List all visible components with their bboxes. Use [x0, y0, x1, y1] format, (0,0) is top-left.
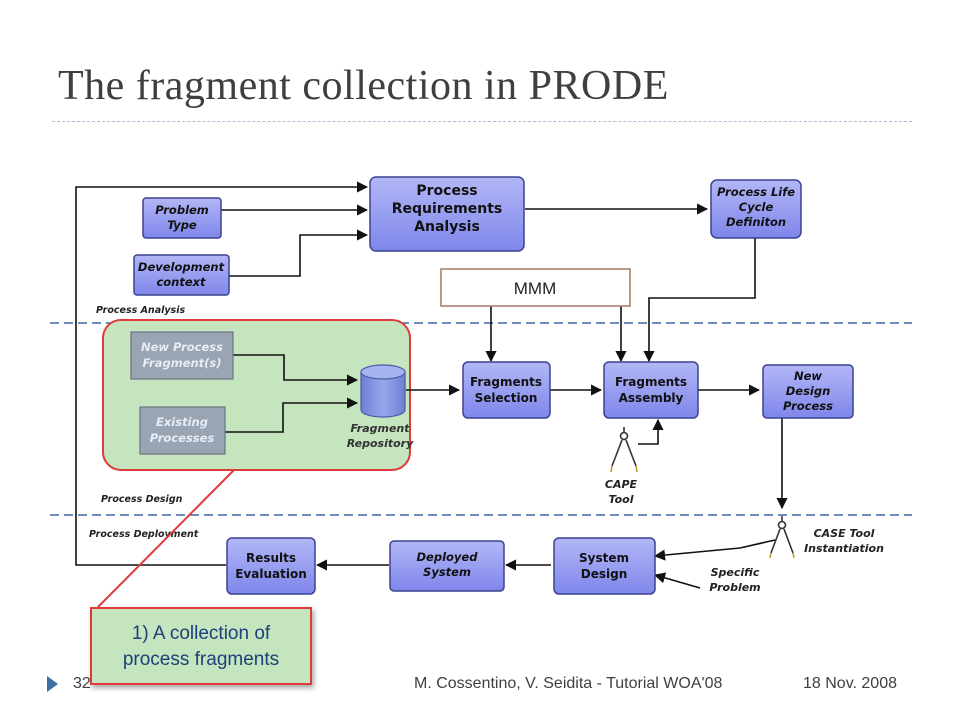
svg-text:Problem: Problem [709, 581, 760, 594]
svg-text:New: New [794, 369, 822, 383]
node-new-process-fragments: New Process Fragment(s) [130, 331, 234, 380]
svg-text:Instantiation: Instantiation [804, 542, 884, 555]
svg-text:Specific: Specific [711, 566, 760, 579]
compass-icon [769, 516, 795, 559]
svg-text:Fragments: Fragments [470, 375, 542, 389]
edge-lifecycle-to-assembly [643, 238, 756, 363]
region-label-analysis: Process Analysis [96, 305, 185, 316]
compass-icon [610, 427, 638, 473]
edge-specific-problem-to-system-design [653, 572, 701, 589]
footer-authors: M. Cossentino, V. Seidita - Tutorial WOA… [414, 675, 723, 692]
edge-feedback-loop [75, 181, 369, 566]
edge-dev-context-to-pra [229, 229, 369, 277]
node-fragments-selection: Fragments Selection [462, 361, 551, 419]
node-process-requirements-analysis: Process Requirements Analysis [369, 176, 525, 252]
svg-text:New Process: New Process [141, 340, 223, 354]
svg-text:Design: Design [581, 567, 628, 581]
node-deployed-system: Deployed System [389, 540, 505, 592]
svg-text:Process: Process [416, 183, 477, 199]
svg-text:Requirements: Requirements [392, 201, 503, 217]
svg-text:Analysis: Analysis [414, 219, 480, 235]
svg-text:Selection: Selection [475, 391, 538, 405]
svg-text:Existing: Existing [156, 415, 208, 429]
callout-pointer [97, 469, 235, 608]
svg-text:Process Life: Process Life [717, 185, 795, 199]
edge-existing-to-repository [225, 397, 359, 433]
node-fragment-repository: Fragment Repository [347, 364, 414, 450]
svg-text:CASE Tool: CASE Tool [814, 527, 875, 540]
svg-text:Processes: Processes [150, 431, 215, 445]
node-cape-tool: CAPE Tool [605, 478, 638, 506]
callout-line-2: process fragments [122, 649, 280, 670]
svg-text:Type: Type [167, 218, 197, 232]
node-results-evaluation: Results Evaluation [226, 537, 316, 595]
node-problem-type: Problem Type [142, 197, 222, 239]
node-development-context: Development context [133, 254, 230, 296]
node-process-life-cycle: Process Life Cycle Definiton [710, 179, 802, 239]
region-label-deployment: Process Deployment [89, 529, 199, 540]
edge-cape-to-assembly [638, 418, 664, 445]
svg-text:Development: Development [138, 260, 225, 274]
node-new-design-process: New Design Process [762, 364, 854, 419]
svg-text:Evaluation: Evaluation [235, 567, 307, 581]
svg-text:CAPE: CAPE [605, 478, 638, 491]
svg-text:Design: Design [786, 384, 831, 398]
svg-text:Fragment: Fragment [350, 422, 410, 435]
edge-new-fragment-to-repository [233, 354, 359, 386]
page-title: The fragment collection in PRODE [58, 63, 669, 109]
edge-case-to-system-design [653, 539, 776, 561]
svg-text:Definiton: Definiton [726, 215, 786, 229]
node-case-tool-instantiation: CASE Tool Instantiation [804, 527, 884, 555]
node-mmm: MMM [440, 268, 631, 307]
svg-text:Fragments: Fragments [615, 375, 687, 389]
svg-text:System: System [423, 565, 471, 579]
svg-text:System: System [579, 551, 629, 565]
page-number: 32 [73, 675, 91, 692]
region-label-design: Process Design [101, 494, 183, 505]
svg-text:Fragment(s): Fragment(s) [142, 356, 221, 370]
title-divider [52, 121, 912, 122]
fragment-collection-callout: 1) A collection of process fragments [90, 607, 312, 685]
svg-text:context: context [156, 275, 206, 289]
node-specific-problem: Specific Problem [709, 566, 760, 594]
svg-text:MMM: MMM [514, 279, 556, 298]
node-fragments-assembly: Fragments Assembly [603, 361, 699, 419]
svg-text:Assembly: Assembly [619, 391, 684, 405]
svg-text:Deployed: Deployed [417, 550, 479, 564]
svg-text:Repository: Repository [347, 437, 414, 450]
callout-line-1: 1) A collection of [131, 623, 271, 644]
footer-date: 18 Nov. 2008 [803, 675, 897, 692]
svg-text:Process: Process [783, 399, 833, 413]
svg-text:Results: Results [246, 551, 296, 565]
svg-text:Problem: Problem [155, 203, 209, 217]
node-existing-processes: Existing Processes [139, 406, 226, 455]
svg-text:Tool: Tool [609, 493, 634, 506]
svg-text:Cycle: Cycle [739, 200, 774, 214]
node-system-design: System Design [553, 537, 656, 595]
bullet-arrow-icon [47, 676, 58, 692]
